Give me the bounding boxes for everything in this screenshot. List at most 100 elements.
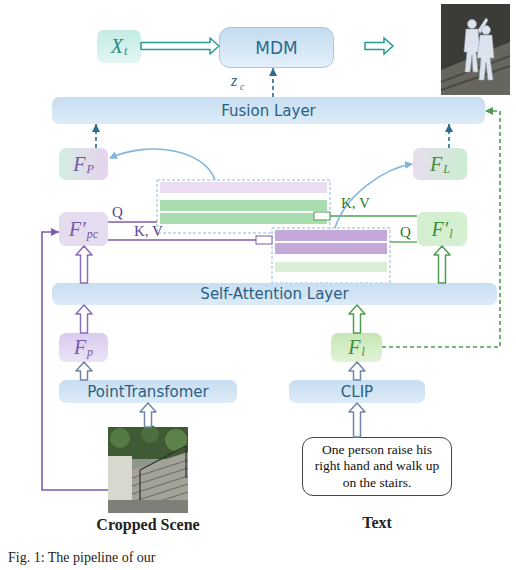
connector-arrow [140, 403, 156, 427]
query-label: Q [112, 204, 123, 221]
photo-ground [108, 500, 188, 513]
photo-railing [140, 446, 186, 500]
model-box: MDM [219, 27, 334, 68]
photo-foliage [110, 428, 130, 448]
connector-arrow [92, 124, 100, 148]
connector-line [42, 232, 108, 490]
connector-arrow [382, 107, 500, 347]
encoder-band: CLIP [289, 380, 425, 403]
hollow-arrow [76, 246, 92, 283]
output-arrow [365, 38, 393, 54]
connector-arrow [349, 403, 365, 437]
node-heading: Text [253, 514, 501, 532]
feature-box: Fl [331, 333, 382, 362]
feature-box: F′l [417, 212, 467, 246]
symbol-subscript: L [443, 162, 450, 177]
symbol-text: F [430, 153, 442, 176]
human-figures [464, 18, 494, 80]
wire-port [256, 236, 272, 244]
hollow-arrow [349, 305, 365, 333]
feature-box: Fp [59, 333, 108, 362]
connector-arrow [434, 246, 450, 283]
symbol-subscript: c [240, 81, 244, 92]
connector-line [382, 111, 500, 347]
key-value-label: K, V [341, 195, 370, 212]
key-value-wire [108, 239, 272, 240]
symbol-text: z [231, 72, 237, 90]
attention-row [160, 182, 327, 193]
symbol-subscript: t [124, 44, 127, 59]
input-box: Xt [97, 30, 141, 63]
symbol-text: F′ [69, 218, 86, 241]
cross-attention-block [157, 180, 330, 233]
arrow-head [92, 124, 100, 132]
arrow-head [51, 228, 59, 236]
attention-row [160, 200, 327, 211]
connector-line [448, 124, 450, 148]
node-heading: Cropped Scene [58, 516, 238, 534]
prompt-text: One person raise his right hand and walk… [310, 442, 444, 491]
scene-input: Cropped Scene [108, 427, 188, 513]
scene-photo [108, 425, 188, 513]
text-input: One person raise his right hand and walk… [302, 437, 452, 496]
connector-arrow [349, 362, 365, 380]
query-wire [390, 241, 417, 242]
attention-output-arrow [335, 164, 412, 228]
node-label: MDM [255, 38, 297, 58]
photo-foliage [141, 425, 159, 443]
arrow-head [445, 124, 453, 132]
symbol-text: F′ [432, 218, 449, 241]
connector-arrow [76, 305, 92, 333]
arrow-head [269, 68, 277, 76]
symbol-text: X [111, 35, 123, 58]
connector-arrow [269, 68, 277, 97]
attention-frame [157, 180, 330, 233]
hollow-arrow [140, 403, 156, 427]
hollow-arrow [349, 362, 365, 380]
attention-row [160, 213, 327, 224]
layer-band: Fusion Layer [52, 97, 485, 124]
key-value-label: K, V [134, 223, 163, 240]
symbol-subscript: pc [87, 227, 98, 242]
connector-arrow [141, 38, 219, 54]
node-label: Self-Attention Layer [200, 285, 348, 303]
node-label: PointTransfomer [87, 383, 208, 401]
key-value-wire [330, 215, 417, 216]
connector-arrow [42, 228, 108, 490]
connector-arrow [76, 246, 92, 283]
output-render [441, 4, 510, 95]
query-wire [108, 221, 157, 222]
attention-row [275, 243, 387, 254]
attention-frame [272, 228, 390, 283]
symbol-subscript: P [86, 162, 93, 177]
symbol-text: F [73, 153, 85, 176]
symbol-text: F [74, 336, 86, 359]
feature-box: FP [59, 148, 108, 180]
layer-band: Self-Attention Layer [52, 283, 497, 305]
node-label: CLIP [341, 383, 373, 401]
feature-box: F′pc [59, 212, 108, 246]
connector-line [95, 124, 97, 148]
cross-attention-block [272, 228, 390, 283]
attention-output-arrow [110, 149, 215, 180]
encoder-band: PointTransfomer [59, 380, 237, 403]
feature-box: FL [413, 148, 467, 180]
connector-arrow [76, 362, 92, 380]
hollow-arrow [76, 362, 92, 380]
wire-port [314, 212, 330, 220]
attention-row [275, 262, 387, 272]
arrow-head [485, 107, 493, 115]
node-label: Fusion Layer [221, 102, 316, 120]
symbol-text: F [348, 336, 360, 359]
query-label: Q [400, 224, 411, 241]
symbol-subscript: l [361, 345, 364, 360]
hollow-arrow [76, 305, 92, 333]
connector-arrow [445, 124, 453, 148]
connector-line [272, 68, 274, 97]
render-background [441, 4, 510, 95]
hollow-arrow [434, 246, 450, 283]
connector-arrow [349, 305, 365, 333]
attention-row [275, 230, 387, 241]
hollow-arrow [349, 403, 365, 437]
